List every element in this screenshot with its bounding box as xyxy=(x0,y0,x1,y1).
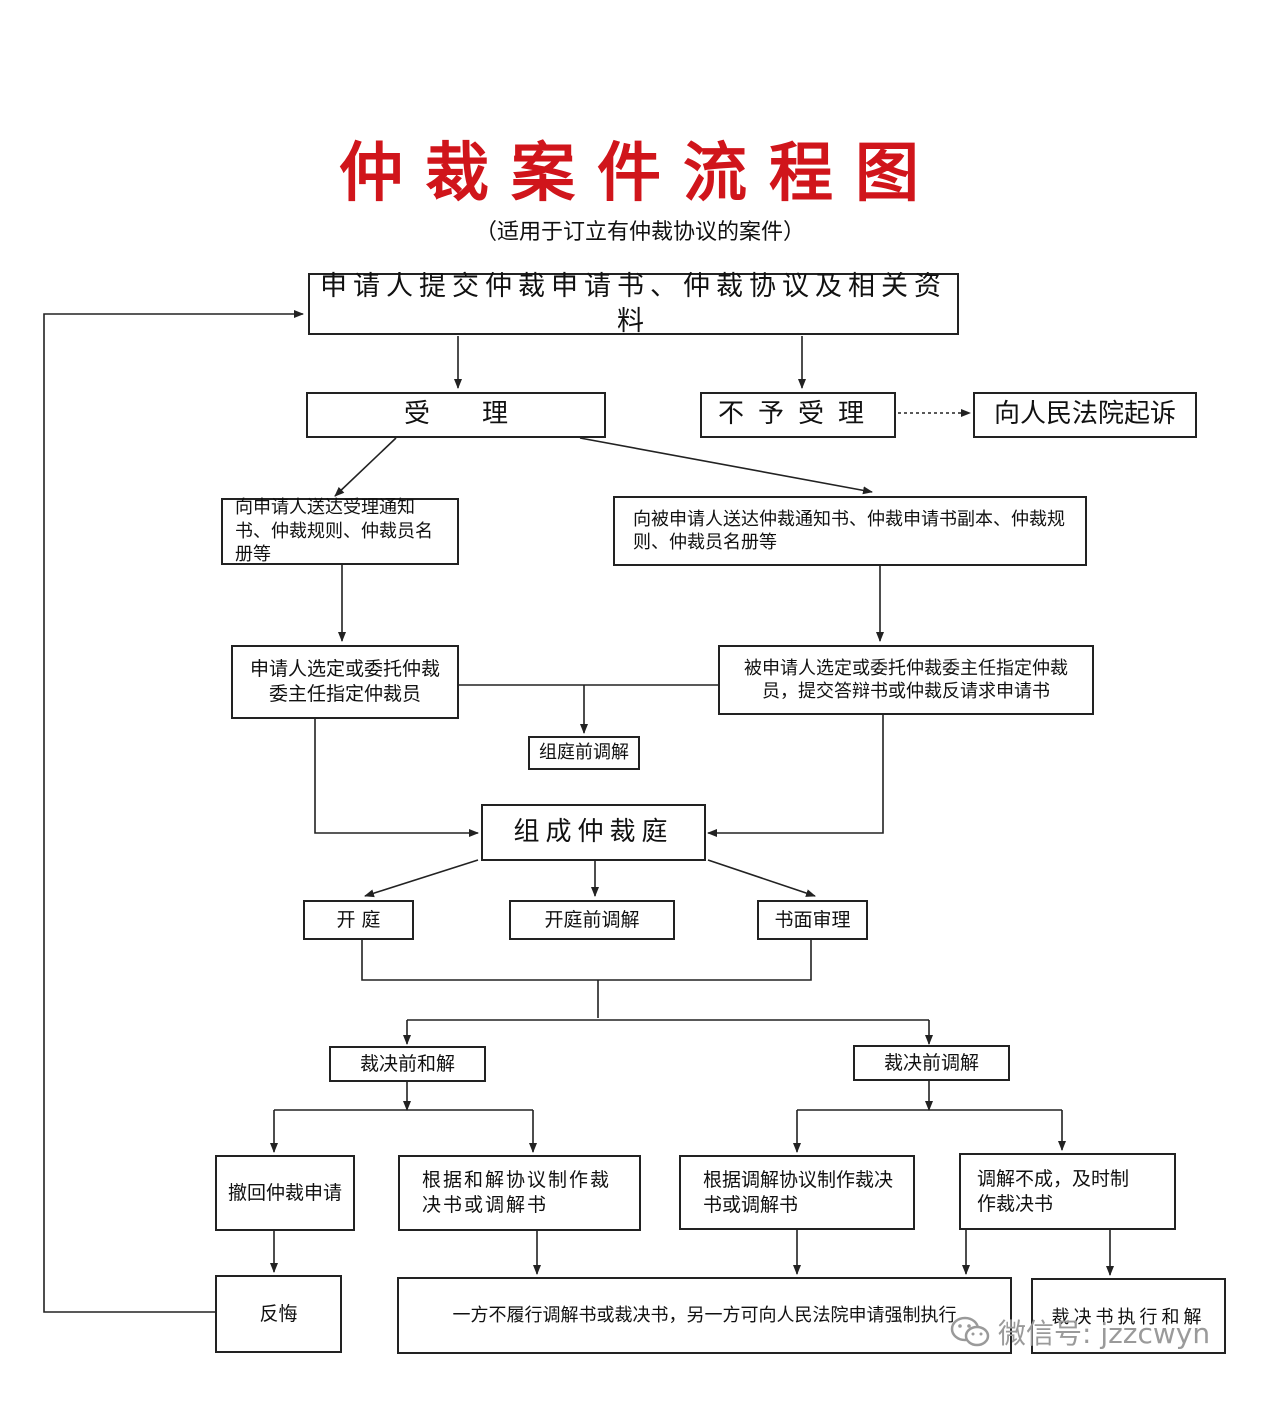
edge-regret-loop xyxy=(43,310,304,1313)
node-applicant-select: 申请人选定或委托仲裁委主任指定仲裁员 xyxy=(231,645,459,719)
edge-tribunal-written-review xyxy=(707,859,816,897)
edge-tribunal-hearing xyxy=(364,859,479,898)
node-notify-respondent: 向被申请人送达仲裁通知书、仲裁申请书副本、仲裁规则、仲裁员名册等 xyxy=(613,496,1087,566)
node-pre-hearing-mediation: 开庭前调解 xyxy=(509,900,675,940)
page-title: 仲裁案件流程图 xyxy=(339,136,941,211)
edge-accept-notify-respondent xyxy=(579,437,873,495)
node-notify-applicant: 向申请人送达受理通知书、仲裁规则、仲裁员名册等 xyxy=(221,497,459,565)
node-submit: 申请人提交仲裁申请书、仲裁协议及相关资料 xyxy=(308,271,959,337)
node-reject: 不予受理 xyxy=(700,392,896,438)
node-award-explain: 裁决书执行和解 xyxy=(1031,1278,1226,1354)
node-hearing: 开 庭 xyxy=(303,900,414,940)
edge-respondent-to-tribunal xyxy=(707,715,884,837)
node-pre-award-mediation: 裁决前调解 xyxy=(853,1045,1010,1081)
node-withdraw: 撤回仲裁申请 xyxy=(215,1155,355,1231)
page-subtitle: （适用于订立有仲裁协议的案件） xyxy=(474,220,805,245)
node-pre-tribunal-mediation: 组庭前调解 xyxy=(528,736,640,770)
node-settlement-award: 根据和解协议制作裁决书或调解书 xyxy=(398,1155,641,1231)
edge-accept-notify-applicant xyxy=(334,437,397,497)
node-form-tribunal: 组成仲裁庭 xyxy=(481,804,706,861)
node-accept: 受 理 xyxy=(306,392,606,438)
node-mediation-award: 根据调解协议制作裁决书或调解书 xyxy=(679,1155,915,1230)
wechat-icon xyxy=(950,1316,990,1347)
node-sue: 向人民法院起诉 xyxy=(973,392,1197,438)
node-pre-award-settlement: 裁决前和解 xyxy=(329,1046,486,1082)
node-enforcement: 一方不履行调解书或裁决书，另一方可向人民法院申请强制执行 xyxy=(397,1277,1012,1354)
edge-applicant-to-tribunal xyxy=(314,719,479,837)
watermark-text: 微信号: jzzcwyn xyxy=(998,1317,1211,1350)
node-written-review: 书面审理 xyxy=(757,900,868,940)
node-failed-mediation: 调解不成，及时制作裁决书 xyxy=(959,1153,1176,1230)
watermark: 微信号: jzzcwyn xyxy=(950,1312,1210,1352)
node-respondent-select: 被申请人选定或委托仲裁委主任指定仲裁员，提交答辩书或仲裁反请求申请书 xyxy=(718,645,1094,715)
node-regret: 反悔 xyxy=(215,1275,342,1353)
edge-merge xyxy=(361,940,812,981)
